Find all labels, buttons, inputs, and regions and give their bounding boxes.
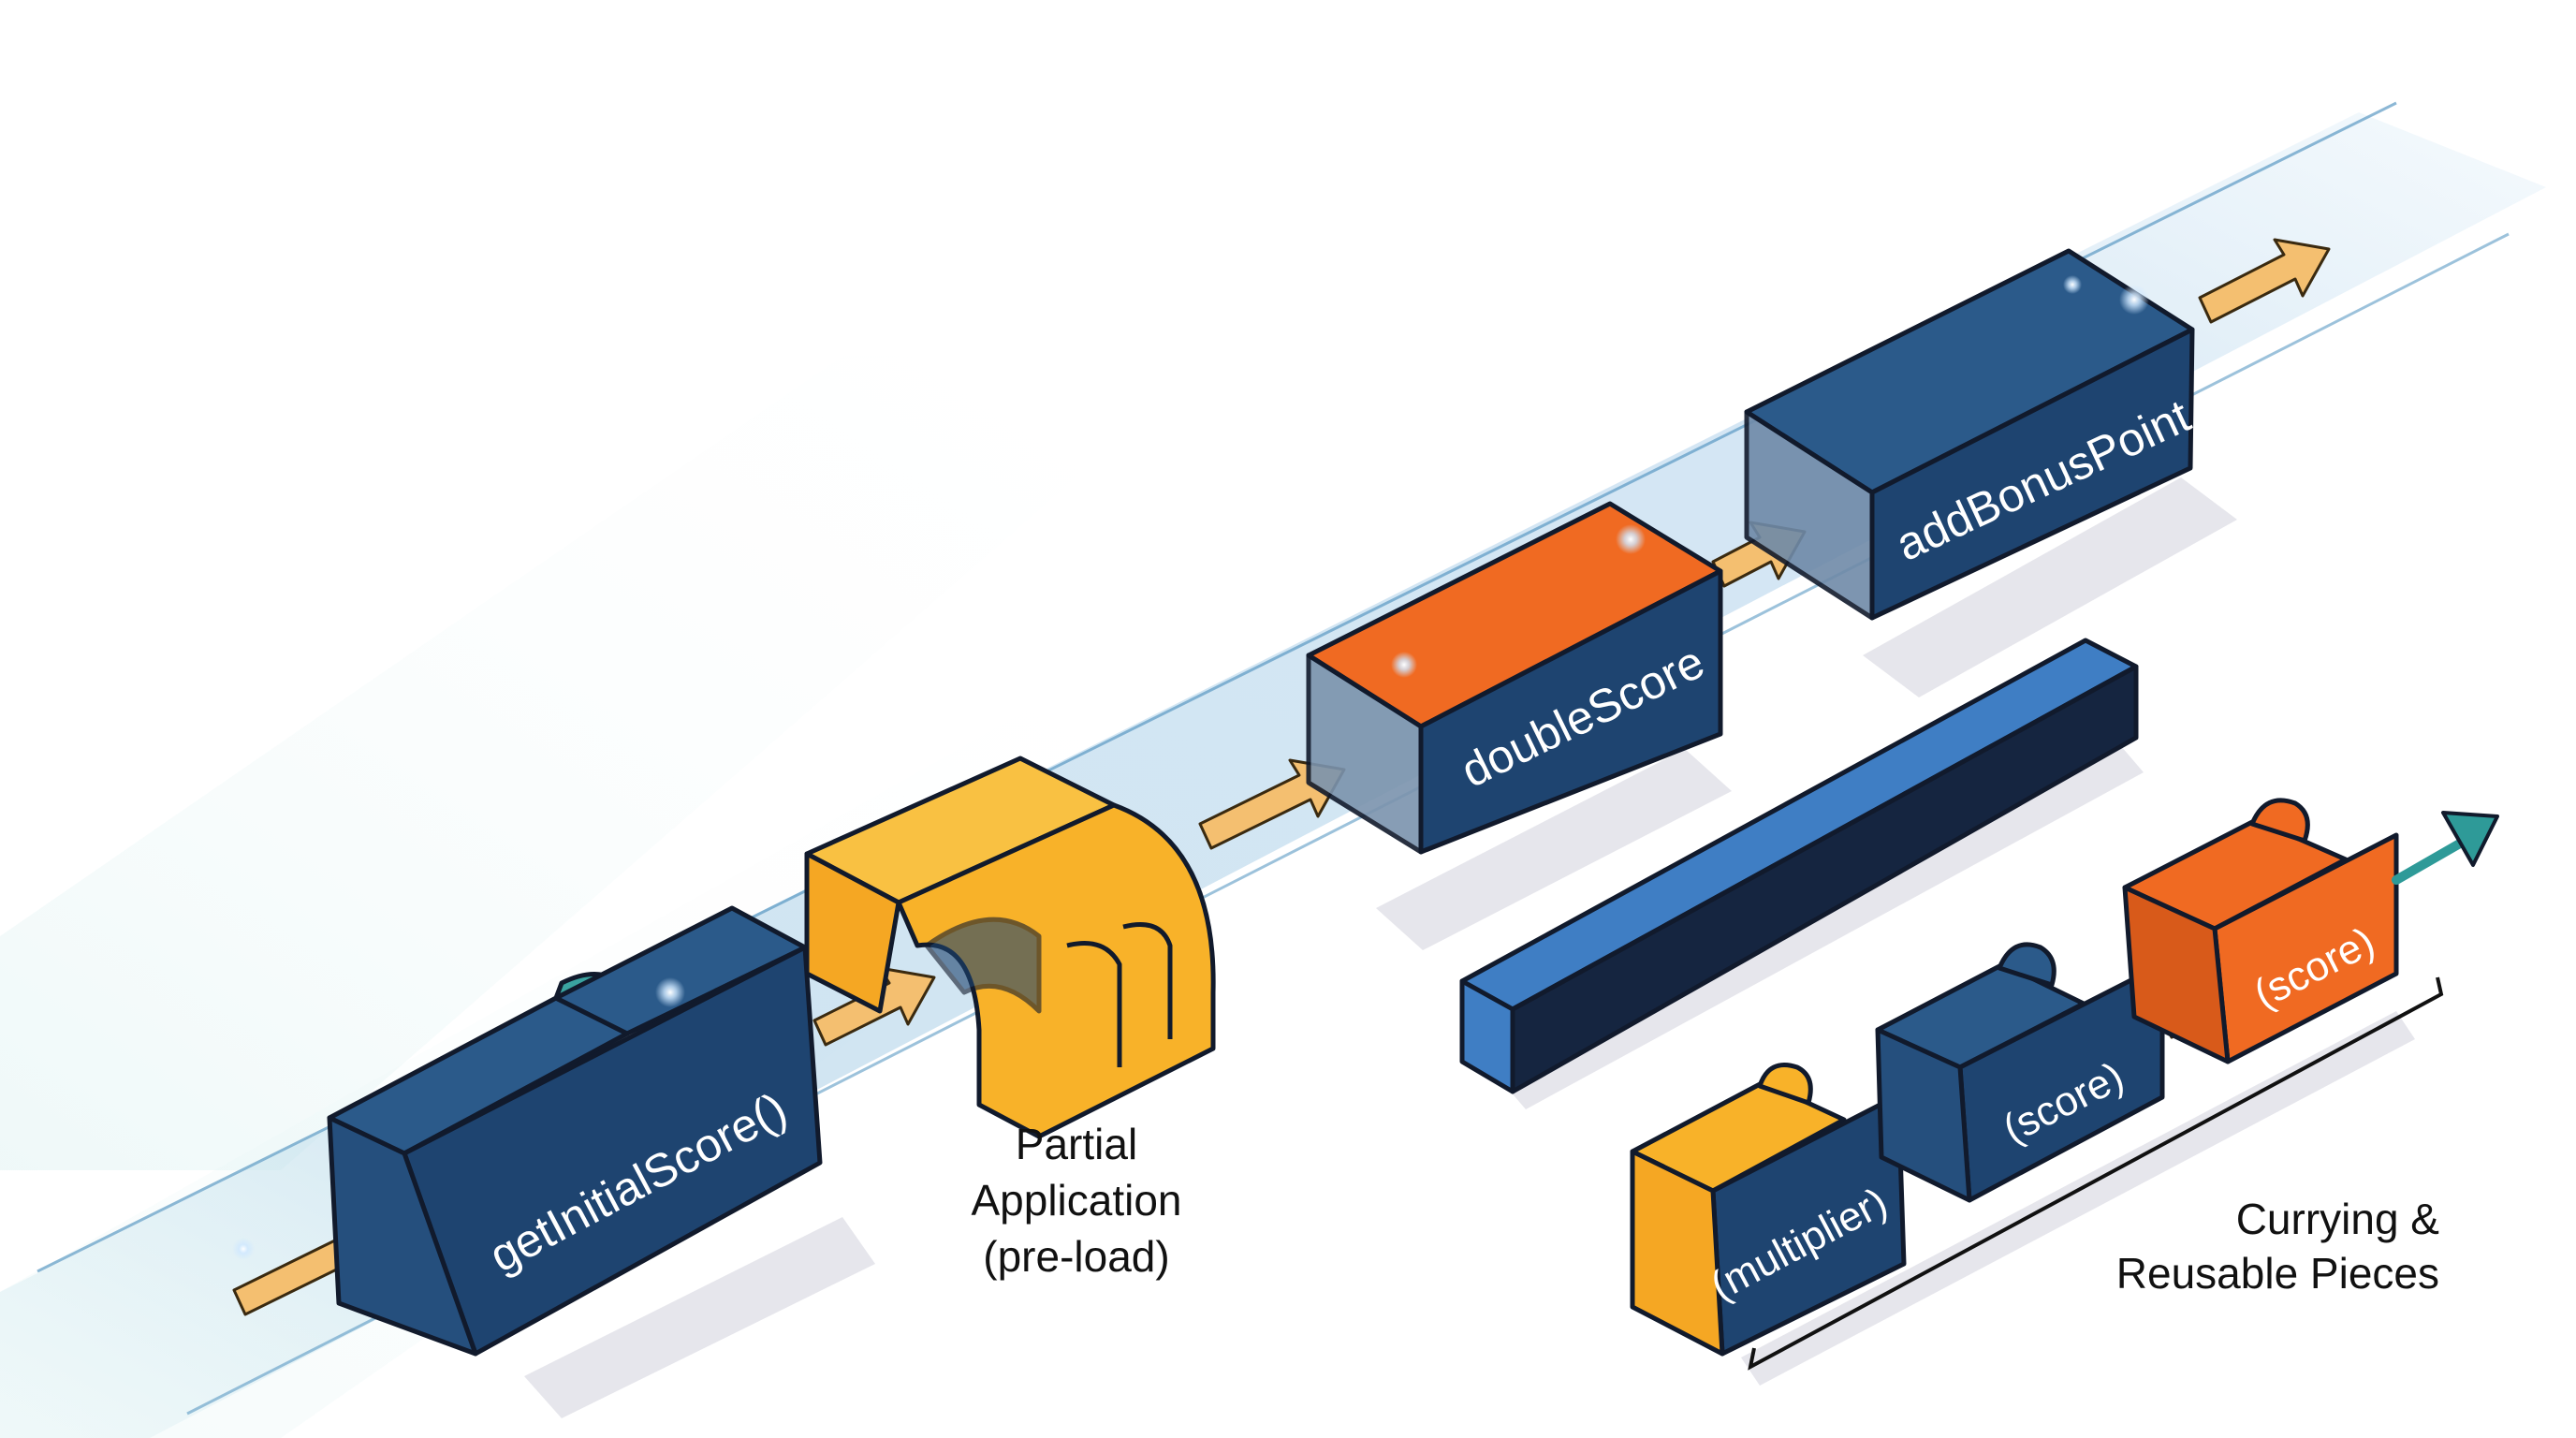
addbonuspoint-block-side	[1744, 409, 1875, 621]
getinitialscore-block: getInitialScore()	[327, 905, 823, 1357]
currying-caption: Currying & Reusable Pieces	[2116, 1195, 2439, 1298]
block-shadows	[524, 477, 2415, 1418]
currying-caption-line2: Reusable Pieces	[2116, 1249, 2439, 1298]
partial-application-block-ridge	[1066, 941, 1122, 1067]
partial-application-block-ridge-2	[1122, 922, 1173, 1039]
divider-bar	[1459, 638, 2139, 1094]
curried-piece-score-2-side	[2122, 885, 2231, 1064]
partial-application-caption-line3: (pre-load)	[983, 1232, 1169, 1281]
currying-bracket	[1748, 976, 2444, 1371]
curried-piece-multiplier: (multiplier)	[1630, 1063, 1907, 1357]
curried-piece-score-2: (score)	[2122, 798, 2399, 1064]
partial-application-block-arch	[924, 917, 1042, 1014]
addbonuspoint-block: addBonusPoint	[1744, 248, 2198, 621]
partial-application-block	[804, 756, 1216, 1139]
curried-piece-multiplier-side	[1630, 1149, 1725, 1357]
currying-caption-line1: Currying &	[2236, 1195, 2439, 1243]
teal-output-arrowhead	[2441, 811, 2499, 867]
partial-application-caption: Partial Application (pre-load)	[971, 1120, 1181, 1281]
getinitialscore-block-side	[327, 1115, 478, 1357]
flow-arrow-5	[2198, 238, 2331, 324]
partial-application-caption-line2: Application	[971, 1176, 1181, 1225]
curried-piece-score-1-side	[1875, 1027, 1972, 1203]
doublescore-block-side	[1306, 653, 1424, 855]
partial-application-caption-line1: Partial	[1016, 1120, 1137, 1168]
curried-piece-score-2-knob	[2249, 798, 2310, 844]
curried-piece-score-1-knob	[1997, 942, 2056, 988]
curried-piece-multiplier-knob	[1757, 1063, 1813, 1106]
sparkles	[232, 275, 2149, 1260]
divider-bar-side	[1459, 978, 1515, 1094]
curried-piece-score-1: (score)	[1875, 942, 2165, 1203]
partial-application-block-left-prong	[804, 851, 901, 1014]
teal-output-arrow	[2392, 811, 2499, 885]
